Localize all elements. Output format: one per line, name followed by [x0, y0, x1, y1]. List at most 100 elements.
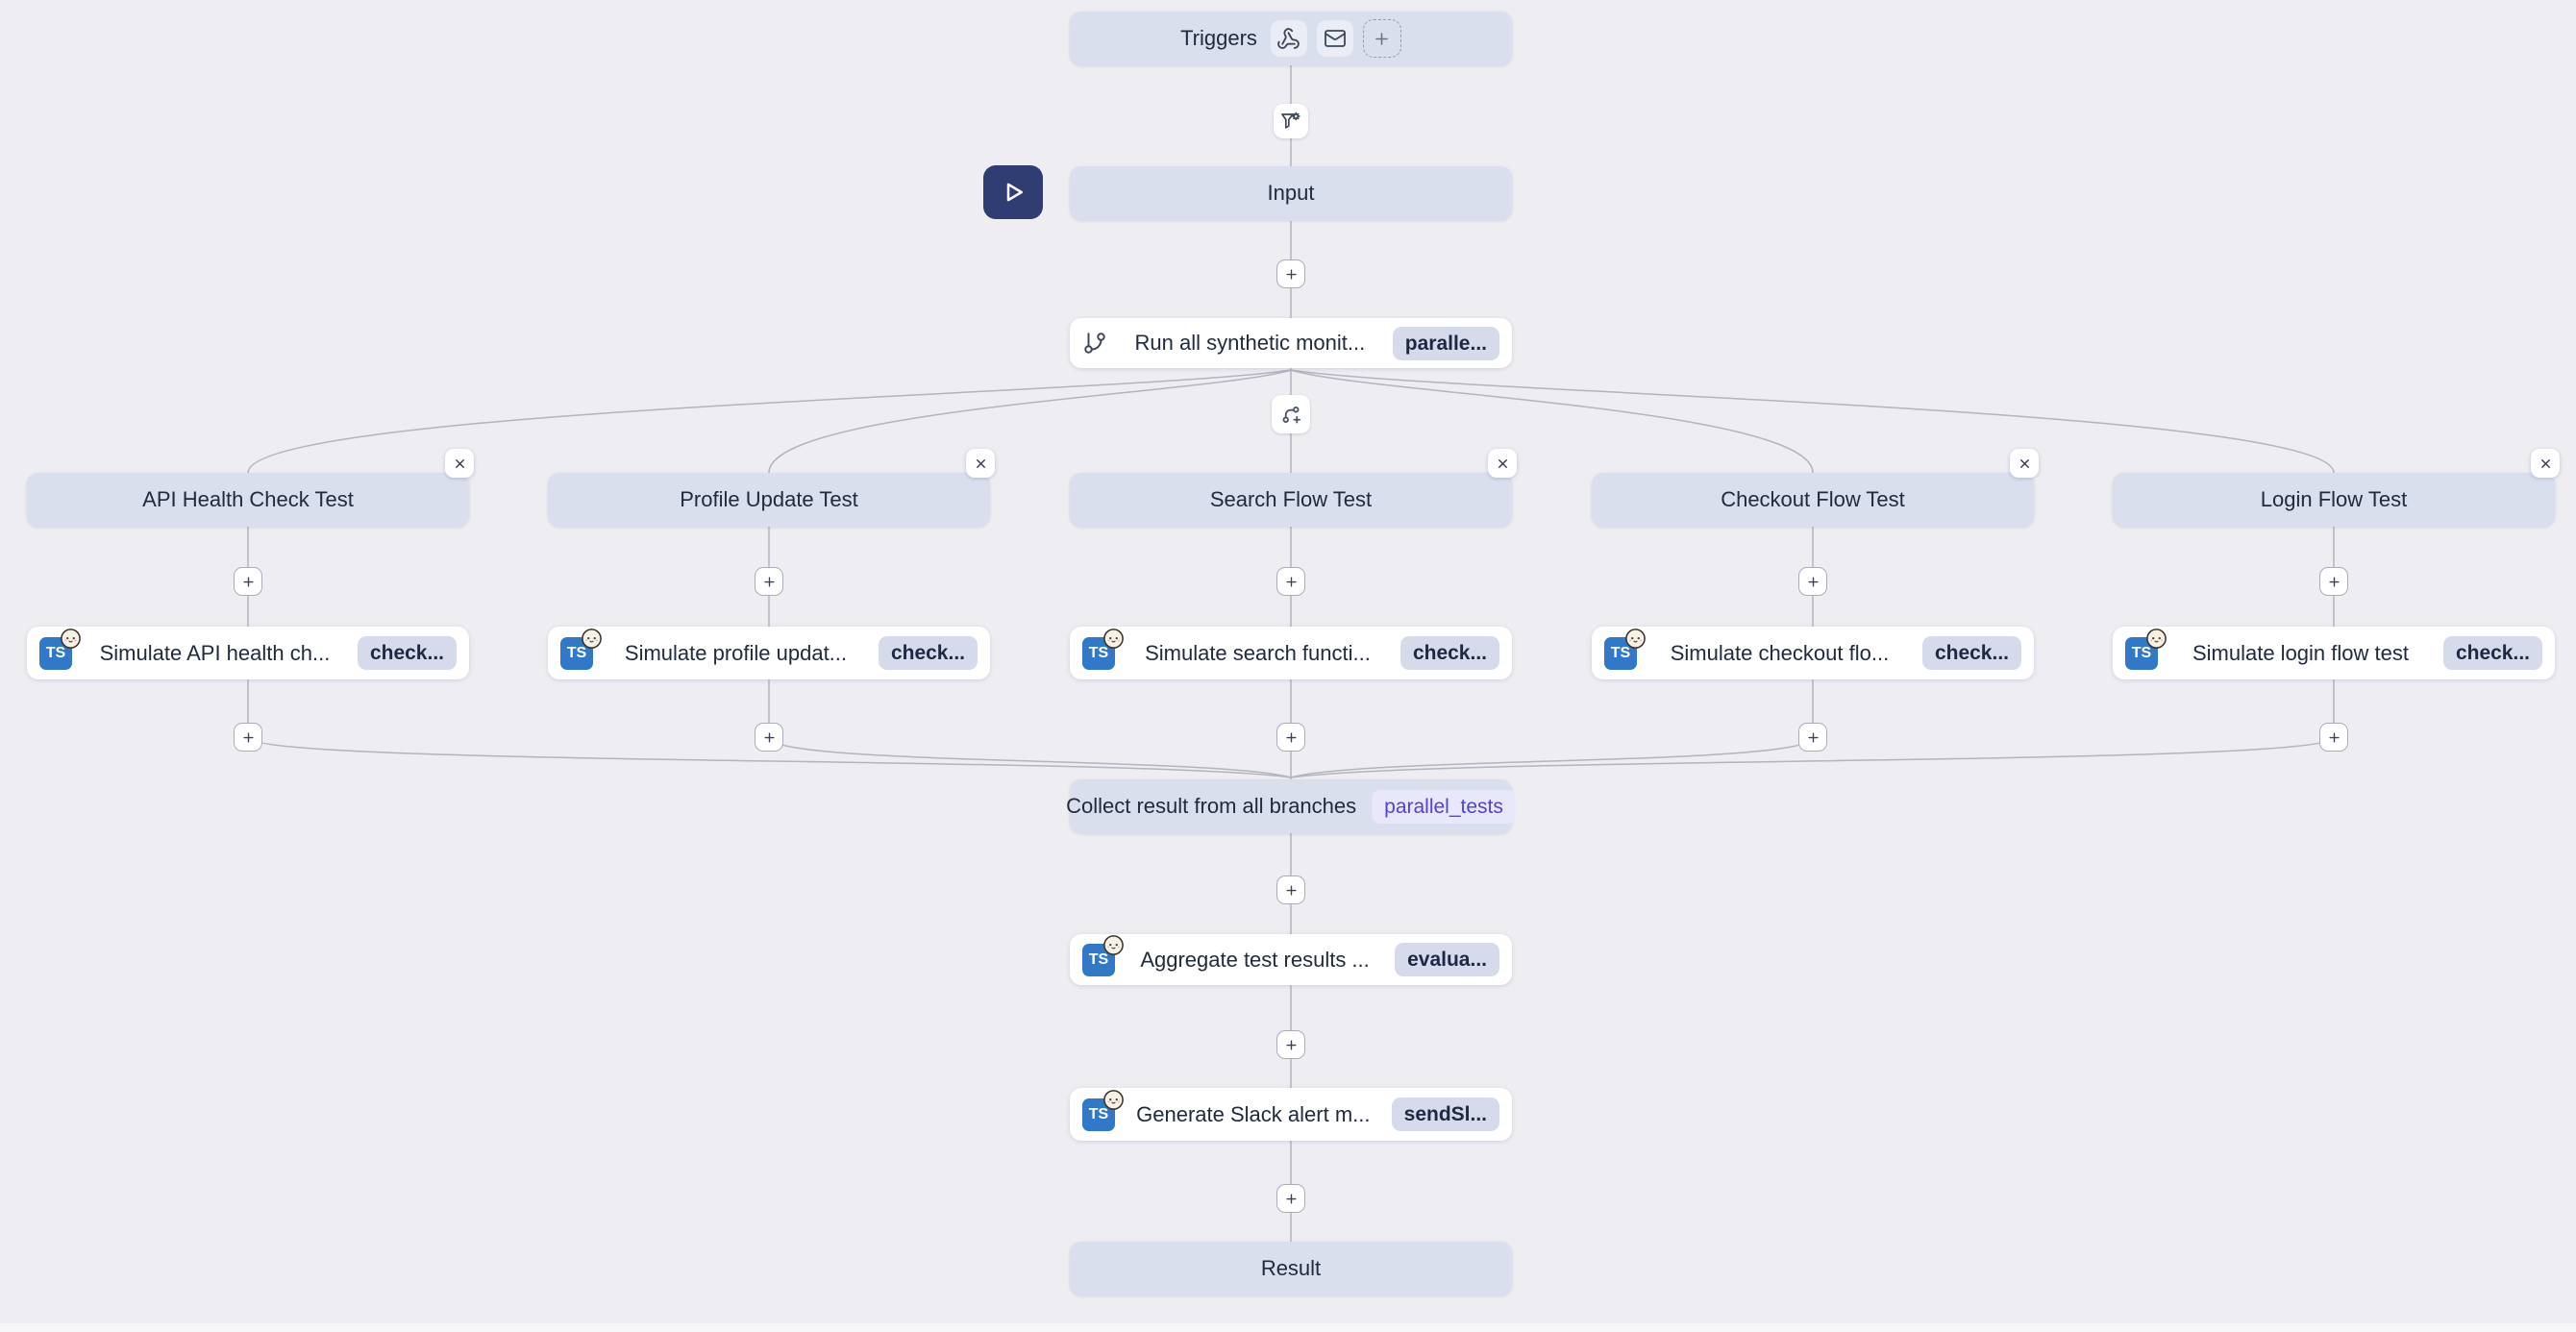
bun-icon	[1103, 628, 1124, 649]
branch-header[interactable]: Login Flow Test	[2113, 473, 2555, 527]
insert-step-button[interactable]	[1276, 567, 1305, 596]
branch-step-node[interactable]: TS Simulate profile updat... check...	[548, 627, 990, 679]
close-icon	[2540, 458, 2550, 468]
insert-step-button[interactable]	[755, 723, 783, 752]
insert-step-button[interactable]	[234, 567, 262, 596]
bun-icon	[1103, 1089, 1124, 1110]
collect-node[interactable]: Collect result from all branches paralle…	[1066, 779, 1516, 833]
plus-icon	[242, 731, 254, 743]
email-trigger-button[interactable]	[1316, 20, 1353, 57]
input-node[interactable]: Input	[1070, 166, 1512, 220]
insert-step-button[interactable]	[1798, 723, 1827, 752]
branch-title: Profile Update Test	[680, 487, 858, 511]
insert-step-button[interactable]	[2319, 567, 2348, 596]
insert-step-button[interactable]	[2319, 723, 2348, 752]
trigger-filter-node[interactable]	[1274, 104, 1308, 138]
result-node[interactable]: Result	[1070, 1242, 1512, 1295]
step-title: Generate Slack alert m...	[1136, 1101, 1371, 1126]
typescript-icon: TS	[39, 628, 81, 670]
typescript-icon: TS	[2125, 628, 2167, 670]
insert-step-button[interactable]	[1276, 259, 1305, 288]
insert-step-button[interactable]	[1276, 1030, 1305, 1059]
collect-title: Collect result from all branches	[1066, 794, 1357, 818]
remove-branch-button[interactable]	[2010, 449, 2039, 478]
branch-header[interactable]: Checkout Flow Test	[1592, 473, 2034, 527]
step-id-badge: paralle...	[1392, 326, 1499, 360]
step-id-badge: check...	[1921, 636, 2021, 670]
insert-step-button[interactable]	[1276, 723, 1305, 752]
plus-icon	[1285, 1039, 1297, 1050]
plus-icon	[1285, 1193, 1297, 1204]
close-icon	[976, 458, 985, 468]
bun-icon	[61, 628, 81, 649]
branch-step-node[interactable]: TS Simulate API health ch... check...	[27, 627, 469, 679]
step-id-badge: check...	[357, 636, 457, 670]
branch-header[interactable]: Profile Update Test	[548, 473, 990, 527]
filter-cog-icon	[1281, 111, 1300, 129]
typescript-icon: TS	[1082, 934, 1124, 976]
typescript-icon: TS	[1082, 628, 1124, 670]
step-id-badge: check...	[2442, 636, 2542, 670]
remove-branch-button[interactable]	[2531, 449, 2560, 478]
remove-branch-button[interactable]	[966, 449, 995, 478]
plus-icon	[763, 731, 775, 743]
close-icon	[1498, 458, 1507, 468]
plus-icon	[1285, 884, 1297, 896]
add-branch-node[interactable]	[1272, 395, 1310, 433]
run-flow-button[interactable]	[983, 165, 1043, 219]
plus-icon	[1285, 576, 1297, 587]
typescript-icon: TS	[1604, 628, 1646, 670]
add-trigger-button[interactable]	[1362, 19, 1401, 58]
bun-icon	[1103, 934, 1124, 955]
plus-icon	[763, 576, 775, 587]
play-icon	[1006, 183, 1023, 202]
collect-id-badge: parallel_tests	[1372, 789, 1516, 824]
git-branch-plus-icon	[1282, 406, 1300, 424]
git-branch-icon	[1084, 333, 1105, 354]
webhook-trigger-button[interactable]	[1270, 20, 1307, 57]
step-title: Simulate profile updat...	[624, 640, 848, 665]
branch-step-node[interactable]: TS Simulate login flow test check...	[2113, 627, 2555, 679]
step-title: Run all synthetic monit...	[1134, 331, 1366, 355]
typescript-icon: TS	[560, 628, 602, 670]
branch-title: API Health Check Test	[142, 487, 354, 511]
insert-step-button[interactable]	[1276, 876, 1305, 904]
bun-icon	[1625, 628, 1646, 649]
step-id-badge: check...	[878, 636, 978, 670]
plus-icon	[1285, 731, 1297, 743]
insert-step-button[interactable]	[1798, 567, 1827, 596]
close-icon	[2019, 458, 2029, 468]
step-title: Aggregate test results ...	[1140, 947, 1370, 972]
remove-branch-button[interactable]	[445, 449, 474, 478]
branch-title: Login Flow Test	[2260, 487, 2408, 511]
branch-header[interactable]: Search Flow Test	[1070, 473, 1512, 527]
branchall-step-node[interactable]: Run all synthetic monit... paralle...	[1070, 318, 1512, 368]
aggregate-step-node[interactable]: TS Aggregate test results ... evalua...	[1070, 934, 1512, 985]
step-title: Simulate checkout flo...	[1670, 640, 1890, 665]
slack-alert-step-node[interactable]: TS Generate Slack alert m... sendSl...	[1070, 1088, 1512, 1141]
canvas-bottom-strip	[0, 1323, 2576, 1332]
plus-icon	[1807, 731, 1819, 743]
bun-icon	[582, 628, 602, 649]
insert-step-button[interactable]	[234, 723, 262, 752]
step-id-badge: check...	[1399, 636, 1499, 670]
plus-icon	[1375, 32, 1389, 45]
insert-step-button[interactable]	[755, 567, 783, 596]
branch-title: Checkout Flow Test	[1721, 487, 1905, 511]
close-icon	[455, 458, 464, 468]
branch-step-node[interactable]: TS Simulate search functi... check...	[1070, 627, 1512, 679]
plus-icon	[2328, 576, 2340, 587]
step-title: Simulate API health ch...	[99, 640, 331, 665]
triggers-label: Triggers	[1180, 26, 1257, 50]
plus-icon	[1285, 268, 1297, 280]
triggers-node[interactable]: Triggers	[1070, 12, 1512, 65]
remove-branch-button[interactable]	[1488, 449, 1517, 478]
bun-icon	[2146, 628, 2167, 649]
branch-title: Search Flow Test	[1209, 487, 1373, 511]
plus-icon	[1807, 576, 1819, 587]
branch-header[interactable]: API Health Check Test	[27, 473, 469, 527]
branch-step-node[interactable]: TS Simulate checkout flo... check...	[1592, 627, 2034, 679]
insert-step-button[interactable]	[1276, 1184, 1305, 1213]
step-title: Simulate search functi...	[1145, 640, 1371, 665]
